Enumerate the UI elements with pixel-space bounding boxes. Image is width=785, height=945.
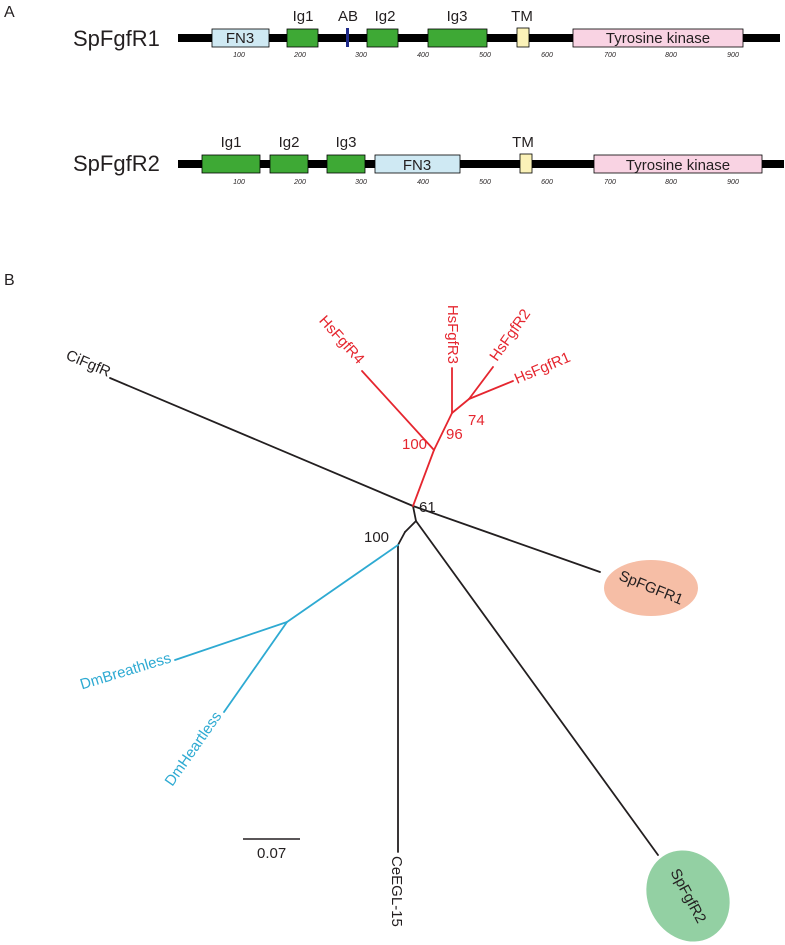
branch-vertebrate-stem: [412, 449, 435, 507]
tick-100: 100: [233, 52, 245, 59]
taxon-label-hsfgfr1: HsFgfR1: [512, 349, 573, 388]
domain-label-ig1: Ig1: [293, 8, 314, 25]
domain-label-fn3: FN3: [226, 30, 254, 47]
bootstrap-96: 96: [446, 426, 463, 443]
domain-label-ig2: Ig2: [375, 8, 396, 25]
domain-label-fn3: FN3: [403, 157, 431, 174]
domain-label-ig3: Ig3: [447, 8, 468, 25]
tick-300: 300: [355, 52, 367, 59]
tick-800: 800: [665, 179, 677, 186]
taxon-label-hsfgfr2: HsFgfR2: [486, 306, 534, 364]
domain-box-ig1: [201, 154, 261, 174]
tick-200: 200: [293, 179, 306, 186]
tick-500: 500: [479, 179, 491, 186]
domain-label-tm: TM: [511, 8, 533, 25]
bootstrap-61: 61: [419, 499, 436, 516]
tick-100: 100: [233, 179, 245, 186]
taxon-label-dmheartless: DmHeartless: [162, 709, 226, 790]
taxon-label-ceegl15: CeEGL-15: [388, 856, 405, 927]
tick-600: 600: [541, 52, 553, 59]
domain-box-tm: [516, 27, 530, 48]
branch-to-74: [451, 398, 470, 414]
branch-cifgfr: [109, 377, 414, 507]
protein-spfgfr2-diagram: SpFgfR2 Ig1 Ig2 Ig3 FN3 TM Tyrosine kina…: [73, 134, 784, 186]
domain-label-kinase: Tyrosine kinase: [606, 30, 710, 47]
domain-box-ig2: [269, 154, 309, 174]
branch-spfgfr1: [412, 505, 601, 573]
domain-box-ab: [346, 28, 349, 47]
taxon-label-dmbreathless: DmBreathless: [78, 650, 173, 694]
tick-800: 800: [665, 52, 677, 59]
branch-hsfgfr1: [468, 380, 514, 400]
domain-box-tm: [519, 153, 533, 174]
tick-900: 900: [727, 179, 739, 186]
tick-200: 200: [293, 52, 306, 59]
protein-backbone: [178, 160, 784, 168]
domain-label-kinase: Tyrosine kinase: [626, 157, 730, 174]
bootstrap-74: 74: [468, 412, 485, 429]
spfgfr1-highlight-ellipse: [604, 560, 698, 616]
domain-label-ig3: Ig3: [336, 134, 357, 151]
vertebrate-taxon-labels: HsFgfR4 HsFgfR3 HsFgfR2 HsFgfR1: [315, 305, 573, 388]
tick-600: 600: [541, 179, 553, 186]
tick-500: 500: [479, 52, 491, 59]
panel-a-letter: A: [4, 4, 15, 21]
branch-hsfgfr2: [468, 366, 494, 400]
protein-spfgfr1-diagram: SpFgfR1 FN3 Ig1 AB Ig2 Ig3 TM Tyrosine k…: [73, 8, 780, 59]
tick-900: 900: [727, 52, 739, 59]
protein-name-spfgfr1: SpFgfR1: [73, 26, 160, 51]
tick-300: 300: [355, 179, 367, 186]
branch-hsfgfr4: [361, 370, 435, 451]
branch-61-to-100: [404, 520, 417, 533]
tick-700: 700: [604, 52, 616, 59]
domain-box-ig3: [326, 154, 366, 174]
tree-branches-insect: [174, 544, 399, 713]
bootstrap-100-vertebrate: 100: [402, 436, 427, 453]
branch-spfgfr2: [415, 520, 659, 856]
tick-700: 700: [604, 179, 616, 186]
position-ticks: 100 200 300 400 500 600 700 800 900: [233, 179, 739, 186]
branch-dmheartless: [223, 621, 288, 713]
insect-taxon-labels: DmBreathless DmHeartless: [78, 650, 225, 790]
domain-box-ig1: [286, 28, 319, 48]
domain-box-fn3: [374, 154, 461, 174]
branch-dmbreathless: [174, 621, 288, 661]
tick-400: 400: [417, 179, 429, 186]
domain-label-ig1: Ig1: [221, 134, 242, 151]
tree-branches-vertebrate: [361, 366, 514, 507]
domain-box-ig3: [427, 28, 488, 48]
domain-box-ig2: [366, 28, 399, 48]
scale-bar: 0.07: [243, 838, 300, 862]
branch-insect-stem: [286, 544, 399, 623]
branch-root-to-61: [412, 505, 417, 522]
domain-box-kinase: [572, 28, 744, 48]
domain-box-kinase: [593, 154, 763, 174]
taxon-label-hsfgfr4: HsFgfR4: [315, 312, 367, 367]
taxon-label-cifgfr: CiFgfR: [63, 347, 113, 381]
protein-name-spfgfr2: SpFgfR2: [73, 151, 160, 176]
branch-100-node: [397, 531, 406, 546]
panel-b-letter: B: [4, 272, 15, 289]
domain-label-ab: AB: [338, 8, 358, 25]
scale-bar-label: 0.07: [257, 845, 286, 862]
bootstrap-100-insect: 100: [364, 529, 389, 546]
position-ticks: 100 200 300 400 500 600 700 800 900: [233, 52, 739, 59]
tree-branches-black: [109, 377, 659, 856]
domain-label-tm: TM: [512, 134, 534, 151]
domain-box-fn3: [211, 28, 270, 48]
spfgfr2-highlight-ellipse: [646, 850, 730, 942]
branch-to-96: [433, 412, 453, 451]
taxon-label-hsfgfr3: HsFgfR3: [444, 305, 461, 364]
domain-label-ig2: Ig2: [279, 134, 300, 151]
other-taxon-labels: CiFgfR SpFGFR1 CeEGL-15 SpFgfR2: [63, 347, 709, 927]
tick-400: 400: [417, 52, 429, 59]
